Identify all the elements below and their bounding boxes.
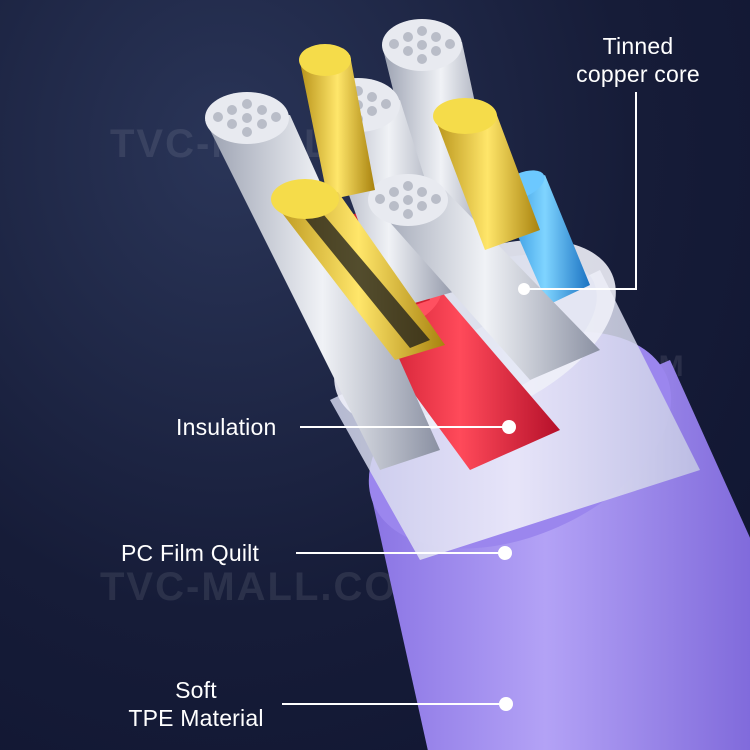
callout-tpe — [282, 697, 513, 711]
label-pc-film: PC Film Quilt — [121, 540, 260, 566]
label-tpe-line2: TPE Material — [128, 705, 264, 731]
label-tpe-line1: Soft — [175, 677, 217, 703]
label-tinned-line1: Tinned — [602, 33, 674, 59]
silver-core-front — [368, 174, 600, 380]
callout-tinned-copper — [518, 92, 637, 295]
watermark-bottom: TVC-MALL.COM — [100, 565, 433, 609]
silver-core-left — [205, 92, 440, 470]
label-tpe: Soft TPE Material — [120, 676, 272, 732]
label-insulation: Insulation — [176, 414, 277, 440]
label-tinned-copper: Tinned copper core — [568, 32, 708, 88]
yellow-core-front — [271, 179, 445, 360]
label-tinned-line2: copper core — [576, 61, 700, 87]
callout-insulation — [300, 420, 516, 434]
yellow-core-right — [433, 98, 540, 250]
callout-pc-film — [296, 546, 512, 560]
yellow-core-top — [299, 44, 375, 200]
